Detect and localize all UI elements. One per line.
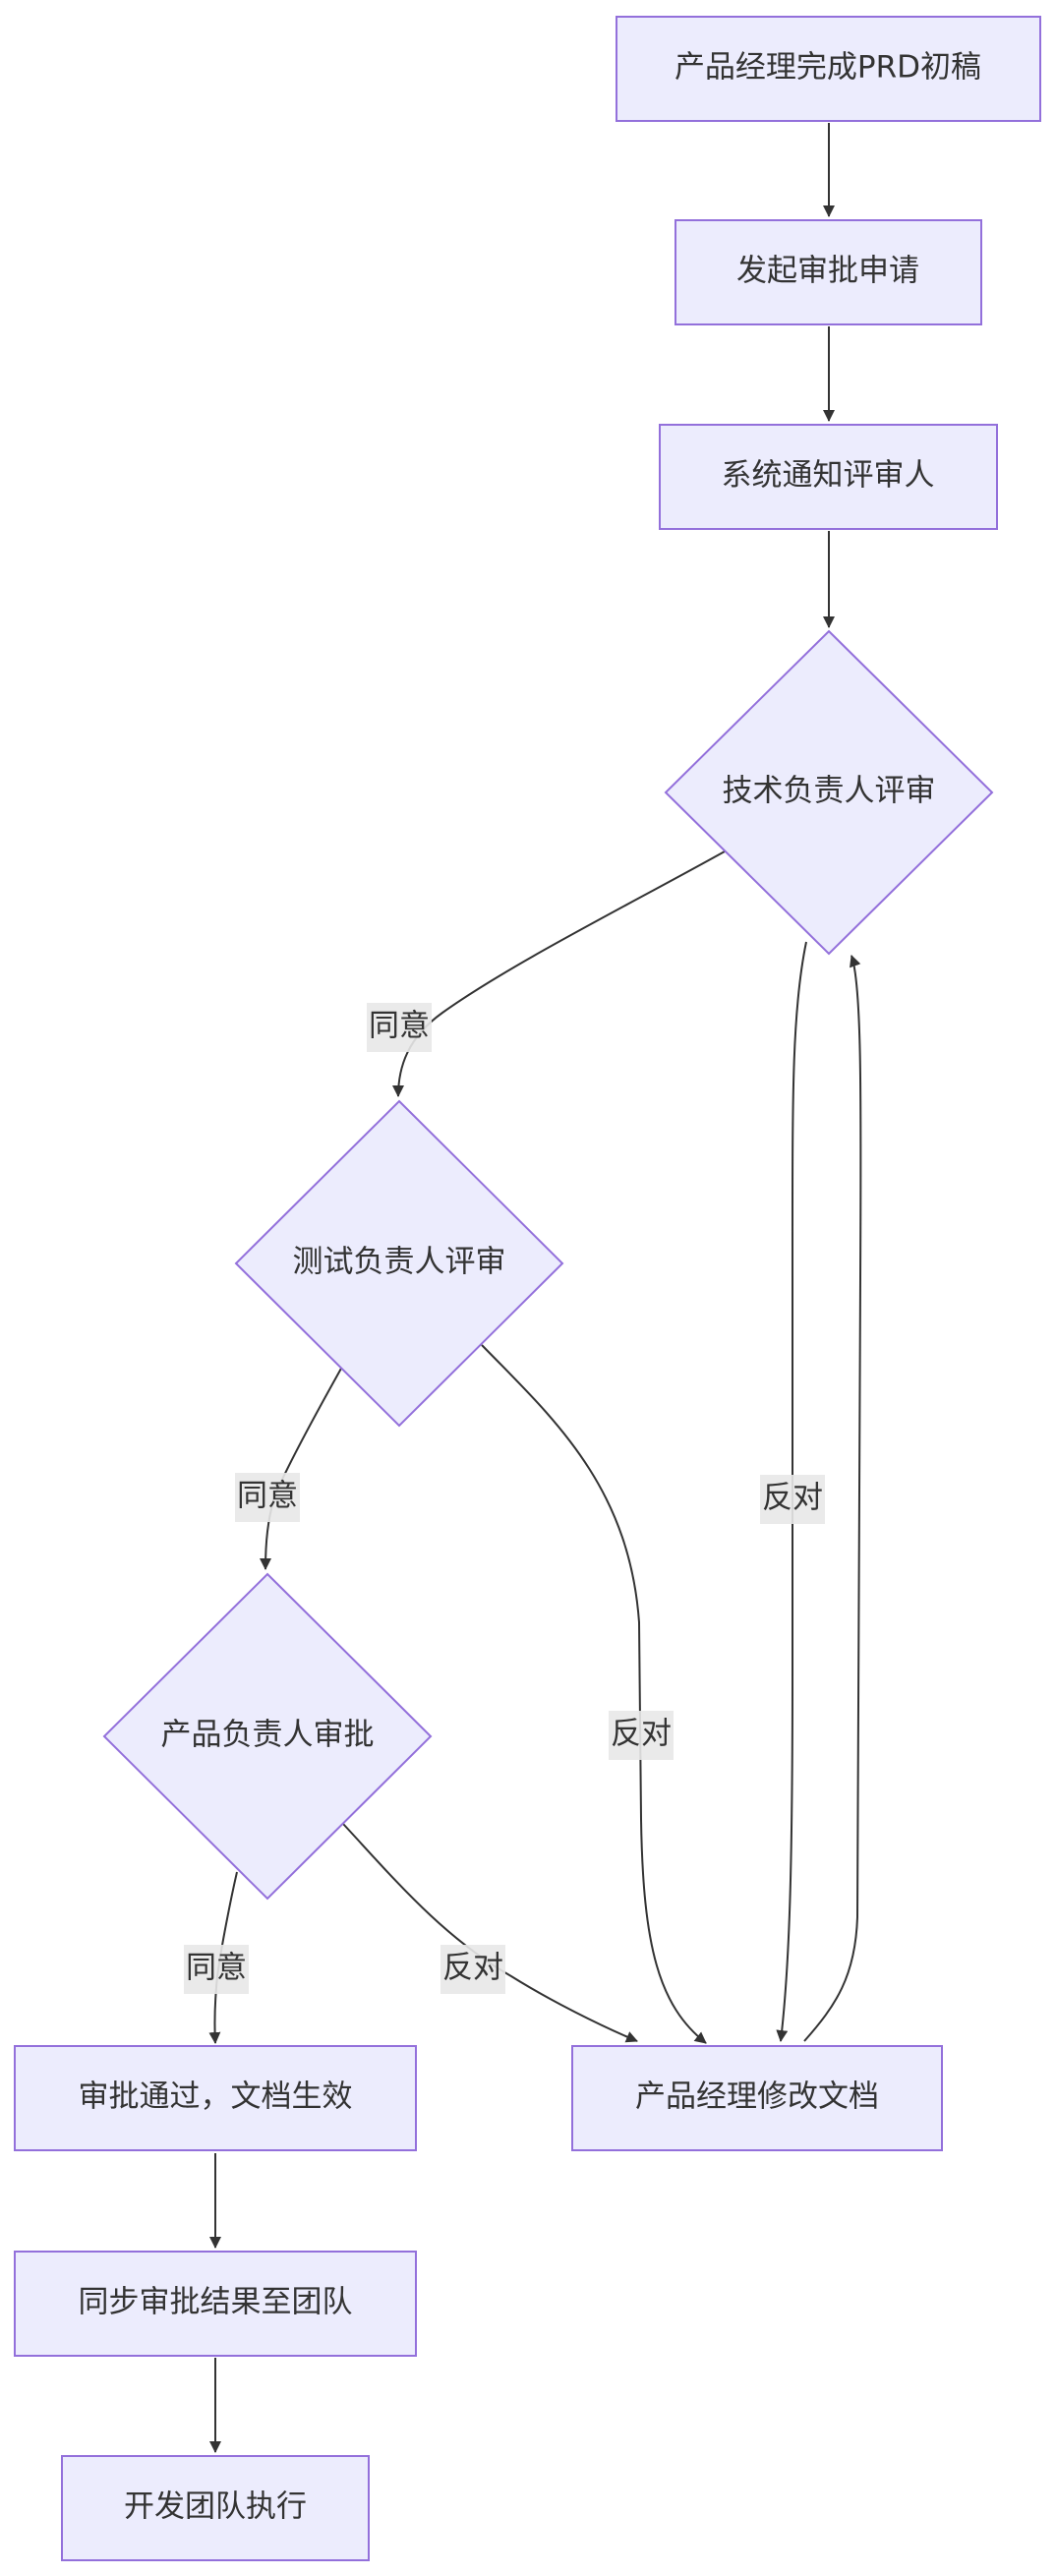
node-dev-execute-label: 开发团队执行 — [124, 2489, 307, 2525]
product-reject-label: 反对 — [442, 1951, 503, 1986]
node-test-review-label: 测试负责人评审 — [293, 1245, 506, 1280]
node-pm-revise-label: 产品经理修改文档 — [635, 2079, 879, 2115]
node-dev-execute: 开发团队执行 — [61, 2455, 370, 2561]
test-agree-label: 同意 — [237, 1479, 298, 1514]
tech-agree-label: 同意 — [369, 1009, 430, 1044]
node-sync-team-label: 同步审批结果至团队 — [79, 2285, 353, 2320]
product-agree-label-bg — [184, 1945, 249, 1994]
edge-product-reject-to-revise — [342, 1823, 638, 2043]
edge-tech-reject-to-revise — [776, 941, 807, 2042]
node-tech-review-label: 技术负责人评审 — [723, 774, 936, 809]
test-agree-label-bg — [235, 1473, 300, 1522]
edge-test-reject-to-revise — [481, 1344, 707, 2044]
product-reject-label-bg — [440, 1945, 505, 1994]
node-submit-request-label: 发起审批申请 — [736, 254, 919, 289]
product-agree-label: 同意 — [186, 1951, 247, 1986]
edges — [208, 123, 862, 2453]
node-test-review: 测试负责人评审 — [234, 1099, 564, 1428]
node-approved-effective-label: 审批通过，文档生效 — [79, 2079, 353, 2115]
edge-revise-back-to-tech — [803, 955, 862, 2042]
node-product-approval: 产品负责人审批 — [102, 1572, 433, 1901]
node-product-approval-label: 产品负责人审批 — [161, 1718, 375, 1753]
node-submit-request: 发起审批申请 — [675, 219, 982, 325]
node-notify-reviewers-label: 系统通知评审人 — [722, 458, 935, 494]
node-sync-team: 同步审批结果至团队 — [14, 2251, 417, 2357]
tech-agree-label-bg — [367, 1003, 432, 1052]
node-prd-draft-label: 产品经理完成PRD初稿 — [675, 50, 981, 86]
test-reject-label: 反对 — [611, 1717, 672, 1752]
tech-reject-label: 反对 — [762, 1481, 823, 1516]
node-approved-effective: 审批通过，文档生效 — [14, 2045, 417, 2151]
node-prd-draft: 产品经理完成PRD初稿 — [616, 16, 1041, 122]
edge-labels: 同意 反对 同意 反对 同意 反对 — [184, 1003, 825, 1994]
tech-reject-label-bg — [760, 1475, 825, 1524]
edge-test-agree-to-product — [260, 1366, 343, 1570]
test-reject-label-bg — [609, 1711, 674, 1760]
nodes: 产品经理完成PRD初稿 发起审批申请 系统通知评审人 技术负责人评审 测试负责人… — [14, 16, 1041, 2561]
node-pm-revise: 产品经理修改文档 — [571, 2045, 943, 2151]
node-tech-review: 技术负责人评审 — [664, 629, 994, 956]
edge-tech-agree-to-test — [392, 850, 726, 1097]
node-notify-reviewers: 系统通知评审人 — [659, 424, 998, 530]
